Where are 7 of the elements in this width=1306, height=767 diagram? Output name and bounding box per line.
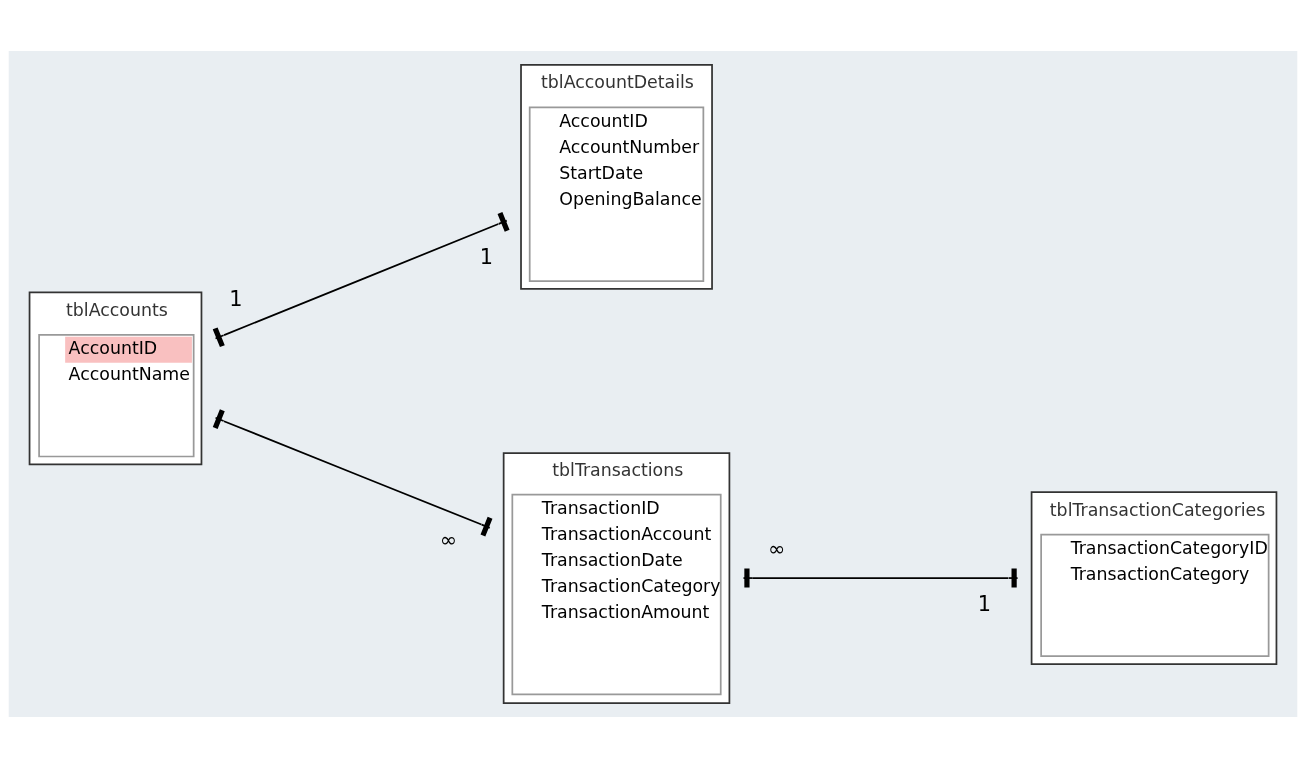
connector [212,211,510,347]
connector [212,408,493,536]
label: 1 [479,244,494,269]
label: ∞ [768,536,786,561]
label: 1 [977,591,991,616]
label: ∞ [439,527,458,552]
label: 1 [229,286,243,311]
